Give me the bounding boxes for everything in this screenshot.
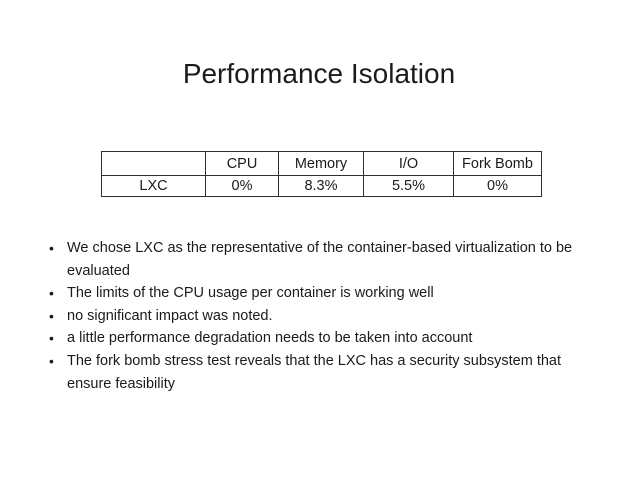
bullet-list: We chose LXC as the representative of th… xyxy=(48,237,623,395)
bullet-text-line: The limits of the CPU usage per containe… xyxy=(67,285,434,302)
table-cell-forkbomb: 0% xyxy=(453,175,542,197)
table-row: LXC 0% 8.3% 5.5% 0% xyxy=(101,175,542,197)
bullet-text-line: no significant impact was noted. xyxy=(67,307,273,324)
table-header-io: I/O xyxy=(363,151,454,176)
table-header-row: CPU Memory I/O Fork Bomb xyxy=(101,151,542,176)
bullet-item: We chose LXC as the representative of th… xyxy=(48,237,623,282)
table-header-memory: Memory xyxy=(278,151,364,176)
bullet-item: no significant impact was noted. xyxy=(48,305,623,328)
bullet-text-line: The fork bomb stress test reveals that t… xyxy=(67,352,562,369)
bullet-item: The limits of the CPU usage per containe… xyxy=(48,282,623,305)
slide-title: Performance Isolation xyxy=(182,58,456,89)
bullet-text-line: evaluated xyxy=(67,262,130,279)
bullet-item: The fork bomb stress test reveals that t… xyxy=(48,350,623,395)
bullet-item: a little performance degradation needs t… xyxy=(48,327,623,350)
bullet-text-line: We chose LXC as the representative of th… xyxy=(67,240,573,256)
table-header-cpu: CPU xyxy=(205,151,279,176)
table-cell-memory: 8.3% xyxy=(278,175,364,197)
table-cell-cpu: 0% xyxy=(205,175,279,197)
table-header-empty xyxy=(101,151,206,176)
bullet-text-line: ensure feasibility xyxy=(67,375,175,392)
bullet-text-line: a little performance degradation needs t… xyxy=(67,330,473,347)
table-cell-io: 5.5% xyxy=(363,175,454,197)
performance-results-table: CPU Memory I/O Fork Bomb LXC 0% 8.3% 5.5… xyxy=(101,151,542,197)
table-header-forkbomb: Fork Bomb xyxy=(453,151,542,176)
table-row-label: LXC xyxy=(101,175,206,197)
